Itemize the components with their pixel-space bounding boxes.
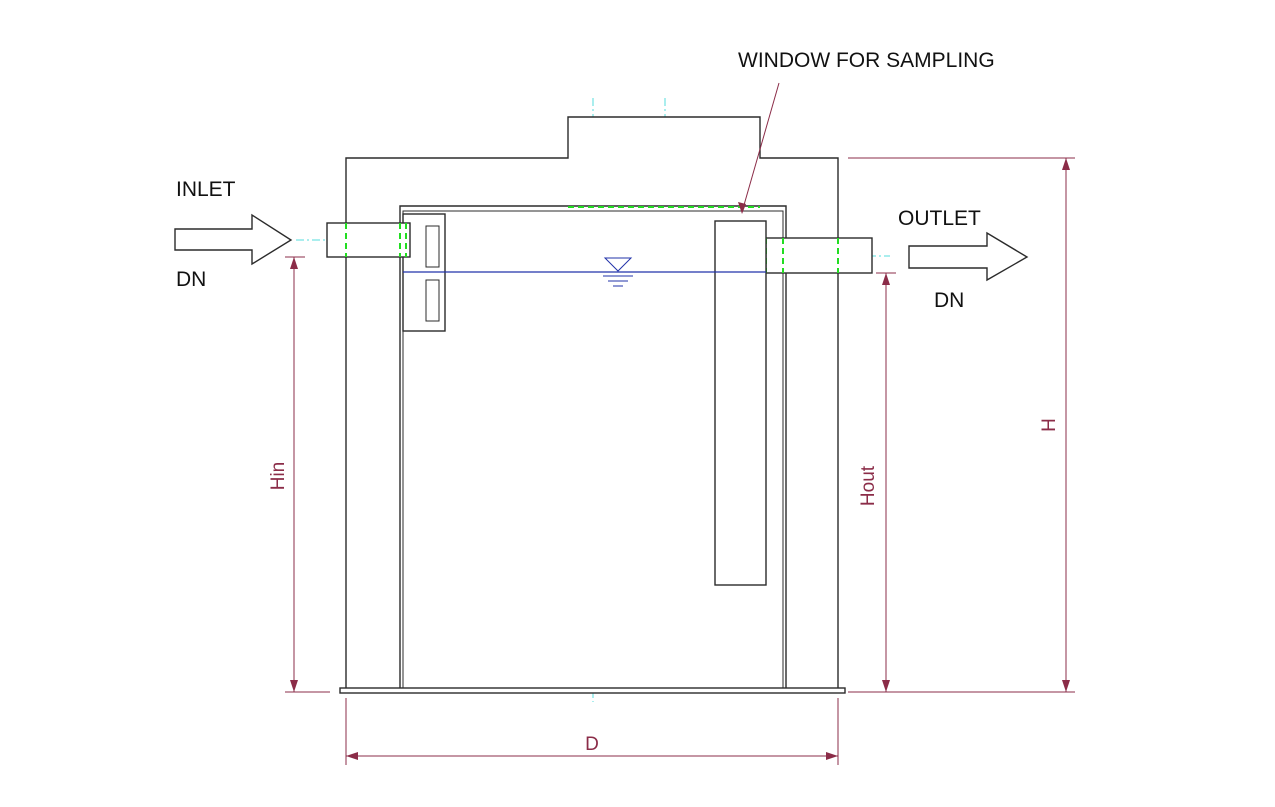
outlet-pipe — [765, 237, 873, 274]
hin-label: Hin — [268, 462, 289, 491]
inlet-arrow — [174, 213, 293, 266]
hin-arrow-bottom — [290, 680, 298, 692]
sampling-tube — [714, 220, 767, 586]
base-plate — [339, 687, 846, 694]
hout-label: Hout — [858, 465, 879, 506]
dimension-hout: Hout — [858, 272, 896, 692]
inlet-pipe — [326, 222, 411, 258]
water-level-symbol — [603, 257, 633, 272]
outlet-dn-label: DN — [934, 289, 964, 312]
inlet-slot-upper — [425, 225, 440, 268]
sampling-leader-line — [741, 82, 780, 213]
h-label: H — [1039, 418, 1060, 432]
inlet-label: INLET — [176, 178, 236, 201]
inlet-pipe-body — [326, 222, 411, 258]
outlet-pipe-body — [765, 237, 873, 274]
h-arrow-bottom — [1062, 680, 1070, 692]
hout-arrow-top — [882, 273, 890, 285]
d-label: D — [585, 734, 599, 755]
h-arrow-top — [1062, 158, 1070, 170]
dimension-d: D — [345, 698, 839, 765]
d-arrow-left — [346, 752, 358, 760]
tank-inner-liner — [402, 210, 784, 692]
outlet-arrow — [908, 231, 1029, 282]
hin-arrow-top — [290, 257, 298, 269]
dimension-h: H — [848, 157, 1075, 693]
dimension-hin: Hin — [268, 256, 330, 693]
water-level — [403, 257, 766, 287]
hout-arrow-bottom — [882, 680, 890, 692]
d-arrow-right — [826, 752, 838, 760]
inlet-slot-lower — [425, 279, 440, 322]
outlet-label: OUTLET — [898, 207, 981, 230]
sampling-leader — [738, 82, 780, 214]
sampling-leader-arrow — [738, 202, 746, 214]
window-for-sampling-label: WINDOW FOR SAMPLING — [738, 49, 995, 72]
inlet-dn-label: DN — [176, 268, 206, 291]
